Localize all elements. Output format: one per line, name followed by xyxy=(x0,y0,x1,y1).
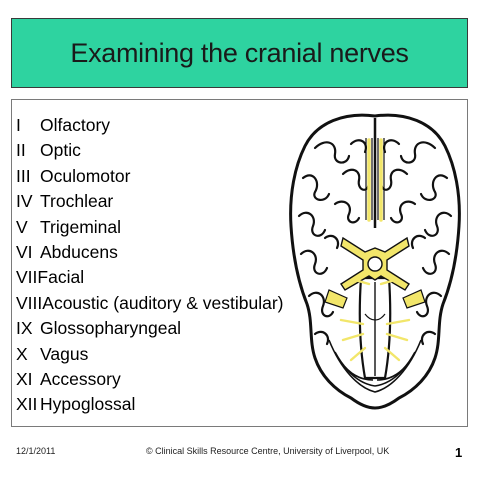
nerve-name: Accessory xyxy=(40,368,121,389)
nerve-name: Oculomotor xyxy=(40,165,131,186)
nerve-name: Trochlear xyxy=(40,191,114,212)
nerve-numeral: II xyxy=(16,140,26,161)
nerve-numeral: XII xyxy=(16,394,38,415)
nerve-name: Olfactory xyxy=(40,115,111,135)
nerve-numeral: IX xyxy=(16,318,33,339)
nerve-name: Facial xyxy=(37,267,85,288)
brain-base-icon xyxy=(289,113,461,410)
title-bar: Examining the cranial nerves xyxy=(11,18,468,88)
list-item: X Vagus xyxy=(16,342,283,367)
content-frame xyxy=(11,99,468,427)
nerve-name: Trigeminal xyxy=(40,216,122,237)
cranial-nerve-list: I Olfactory II Optic III Oculomotor IV Troch… xyxy=(16,113,283,418)
nerve-numeral: VIII xyxy=(16,292,43,313)
list-item: I Olfactory xyxy=(16,113,283,138)
list-item: V Trigeminal xyxy=(16,215,283,240)
nerve-numeral: III xyxy=(16,165,31,186)
nerve-numeral: X xyxy=(16,343,28,364)
footer-credit: © Clinical Skills Resource Centre, Unive… xyxy=(146,446,390,456)
nerve-name: Optic xyxy=(40,140,81,161)
footer-date: 12/1/2011 xyxy=(16,446,56,456)
list-item: XI Accessory xyxy=(16,367,283,392)
nerve-name: Hypoglossal xyxy=(40,394,136,415)
nerve-numeral: XI xyxy=(16,368,33,389)
list-item: VIIFacial xyxy=(16,265,283,290)
nerve-numeral: VI xyxy=(16,241,33,262)
nerve-numeral: V xyxy=(16,216,28,237)
nerve-name: Vagus xyxy=(40,343,89,364)
nerve-name: Glossopharyngeal xyxy=(40,318,182,339)
nerve-name: Acoustic (auditory & vestibular) xyxy=(42,292,284,313)
nerve-numeral: VII xyxy=(16,267,38,288)
list-item: IV Trochlear xyxy=(16,189,283,214)
list-item: VIIIAcoustic (auditory & vestibular) xyxy=(16,291,283,316)
slide-title: Examining the cranial nerves xyxy=(70,37,409,68)
nerve-name: Abducens xyxy=(40,241,118,262)
list-item: IX Glossopharyngeal xyxy=(16,316,283,341)
nerve-numeral: I xyxy=(16,115,21,135)
page-number: 1 xyxy=(455,445,463,460)
list-item: VI Abducens xyxy=(16,240,283,265)
nerve-numeral: IV xyxy=(16,191,33,212)
list-item: III Oculomotor xyxy=(16,164,283,189)
list-item: II Optic xyxy=(16,138,283,163)
